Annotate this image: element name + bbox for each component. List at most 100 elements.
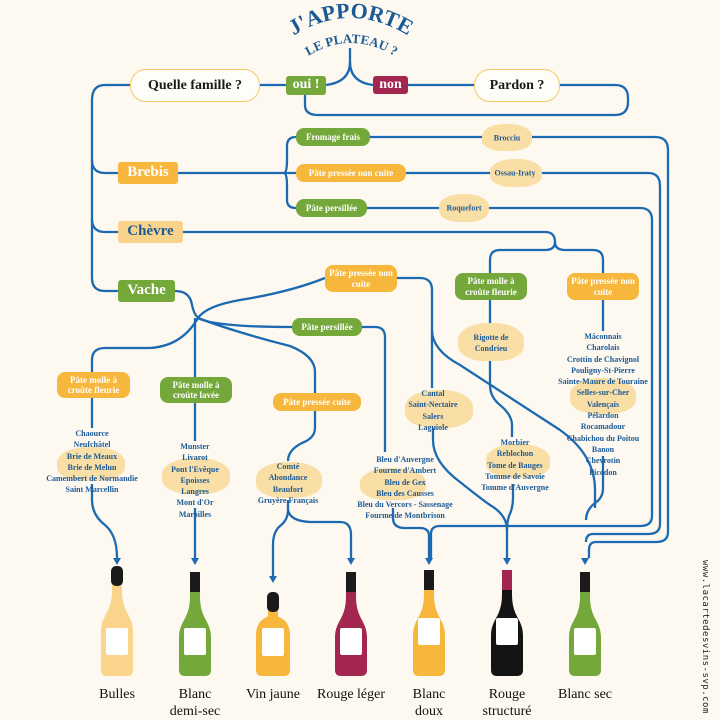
cheese-name: Laguiole <box>418 422 448 432</box>
wine-bottle-icon <box>491 570 523 676</box>
cheese-ossau-iraty: Ossau-Iraty <box>494 168 536 178</box>
wine-label-line: Blanc sec <box>557 687 613 702</box>
cheese-name: Mont d'Or <box>176 498 214 508</box>
flow-connector <box>488 361 514 437</box>
arrow-head-icon <box>191 558 199 565</box>
cheese-name: Epoisses <box>180 475 210 485</box>
wine-bottle-icon <box>101 566 133 676</box>
vache-croute-lavee[interactable]: Pâte molle à croûte lavée <box>160 377 232 403</box>
cheese-illustration <box>482 124 532 151</box>
cheese-name: Saint Marcellin <box>65 485 119 495</box>
cheese-illustration <box>439 194 489 222</box>
wine-label: Vin jaune <box>246 686 300 703</box>
cheese-name: Tomme d'Auvergne <box>481 483 549 493</box>
flow-connector <box>354 325 387 452</box>
cheese-name: Neufchâtel <box>73 440 111 450</box>
flow-connector <box>303 83 630 117</box>
cheese-name: Banon <box>591 444 615 454</box>
wine-label-line: Rouge <box>488 687 526 702</box>
cheese-name: Chevrotin <box>585 456 621 466</box>
flow-connector <box>359 206 654 558</box>
wine-label-line: Blanc <box>412 687 446 702</box>
cheese-illustration <box>405 390 473 428</box>
family-vache[interactable]: Vache <box>118 280 175 302</box>
cheese-name: Condrieu <box>474 344 508 354</box>
family-brebis[interactable]: Brebis <box>118 162 178 184</box>
wine-bottle-icon <box>179 572 211 676</box>
flow-connector <box>391 508 431 558</box>
bottle-label <box>418 618 440 645</box>
arrow-head-icon <box>347 558 355 565</box>
chevre-croute-fleurie[interactable]: Pâte molle à croûte fleurie <box>455 273 527 300</box>
brebis-pate-pressee-non-cuite[interactable]: Pâte pressée non cuite <box>296 164 406 182</box>
flow-connector <box>389 276 434 388</box>
flow-connector <box>430 329 597 508</box>
flow-connector <box>90 218 118 234</box>
vache-pressee-cuite[interactable]: Pâte pressée cuite <box>273 393 361 411</box>
flow-connector <box>286 509 353 558</box>
yes-button[interactable]: oui ! <box>286 76 326 95</box>
chevre-pressee-non-cuite[interactable]: Pâte pressée non cuite <box>567 273 639 300</box>
flow-connector <box>183 230 557 273</box>
vache-persillee[interactable]: Pâte persillée <box>292 318 362 336</box>
flow-connector <box>197 316 317 393</box>
flow-connector <box>325 48 352 87</box>
cheese-brocciu: Brocciu <box>493 133 521 143</box>
cheese-name: Pont l'Evêque <box>171 464 219 474</box>
bottle-cap <box>267 592 279 612</box>
flow-connector <box>283 135 297 175</box>
cheese-name: Bleu des Causses <box>376 488 434 498</box>
cheese-illustration <box>360 468 426 500</box>
cheese-illustration <box>490 159 542 187</box>
no-button[interactable]: non <box>373 76 408 94</box>
family-chevre[interactable]: Chèvre <box>118 221 183 243</box>
flow-connector <box>197 276 326 319</box>
cheese-name: Crottin de Chavignol <box>566 354 640 364</box>
bottle-cap <box>190 572 200 592</box>
flow-connector <box>90 83 130 293</box>
cheese-name: Bleu du Vercors - Sassenage <box>357 500 453 510</box>
cheese-name: Selles-sur-Cher <box>576 388 630 398</box>
pardon-label: Pardon ? <box>474 69 560 102</box>
cheese-name: Rigotte de <box>473 333 509 342</box>
flow-connector <box>348 61 374 87</box>
vache-croute-fleurie[interactable]: Pâte molle à croûte fleurie <box>57 372 130 398</box>
vache-pressee-non-cuite[interactable]: Pâte pressée non cuite <box>325 265 397 292</box>
cheese-name: Tomme de Savoie <box>485 471 545 481</box>
bottle-label <box>340 628 362 655</box>
cheese-name: Bleu de Gex <box>384 477 426 487</box>
cheese-name: Brie de Meaux <box>66 451 118 461</box>
flow-connector <box>431 428 509 531</box>
wine-label-line: demi-sec <box>169 704 221 719</box>
wine-label-line: Bulles <box>99 687 135 702</box>
cheese-name: Gruyère Français <box>257 495 319 505</box>
cheese-name: Salers <box>422 411 444 421</box>
cheese-name: Brie de Melun <box>67 462 117 472</box>
flow-connector <box>90 317 199 372</box>
cheese-name: Fourme d'Ambert <box>373 466 437 476</box>
brebis-pate-persillee[interactable]: Pâte persillée <box>296 199 367 217</box>
wine-label: Blanc sec <box>558 686 612 703</box>
title-line2: LE PLATEAU ? <box>302 31 400 59</box>
arrow-head-icon <box>269 576 277 583</box>
cheese-roquefort: Roquefort <box>446 203 482 213</box>
bottle-label <box>496 618 518 645</box>
arrow-head-icon <box>425 558 433 565</box>
arrow-head-icon <box>503 558 511 565</box>
brebis-fromage-frais[interactable]: Fromage frais <box>296 128 370 146</box>
cheese-name: Reblochon <box>496 449 534 459</box>
cheese-name: Comté <box>276 462 300 471</box>
cheese-name: Pélardon <box>587 411 619 421</box>
cheese-name: Fourme de Montbrison <box>365 511 445 521</box>
cheese-name: Beaufort <box>272 484 304 494</box>
cheese-illustration <box>162 458 230 494</box>
bottle-cap <box>502 570 512 590</box>
cheese-name: Charolais <box>586 343 620 353</box>
